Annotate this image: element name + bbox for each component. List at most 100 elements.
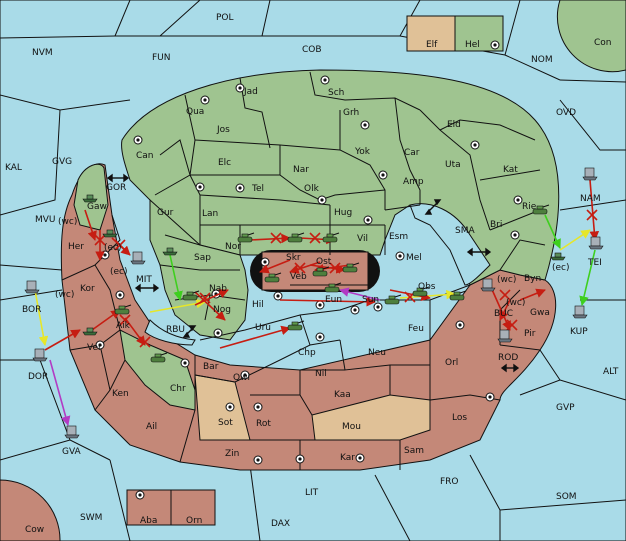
label-NVM: NVM — [32, 48, 53, 58]
orn-region — [170, 489, 216, 526]
label-Orn: Orn — [186, 516, 202, 526]
label-Aba: Aba — [140, 516, 157, 526]
label-KAL: KAL — [5, 163, 22, 173]
label-Amp: Amp — [403, 177, 424, 187]
label-RBU: RBU — [166, 325, 185, 335]
label-Nab: Nab — [209, 284, 227, 294]
label-Mel: Mel — [406, 253, 422, 263]
label-Kaa: Kaa — [334, 390, 351, 400]
label-Sun: Sun — [362, 295, 379, 305]
label-coast-wc-byn: (wc) — [497, 275, 516, 285]
label-coast-wc-gwa: (wc) — [506, 298, 525, 308]
label-Yok: Yok — [354, 147, 371, 157]
label-coast-wc-gaw: (wc) — [58, 217, 77, 227]
label-Bar: Bar — [203, 362, 219, 372]
con-region — [556, 0, 626, 73]
label-Nil: Nil — [315, 369, 327, 379]
label-Feu: Feu — [408, 324, 424, 334]
label-Con: Con — [594, 38, 612, 48]
label-Sch: Sch — [328, 88, 344, 98]
label-Skr: Skr — [286, 253, 301, 263]
label-FRO: FRO — [440, 477, 459, 487]
label-GVG: GVG — [52, 157, 72, 167]
label-coast-wc-kor: (wc) — [55, 290, 74, 300]
label-Chr: Chr — [170, 384, 186, 394]
label-LIT: LIT — [305, 488, 319, 498]
elf-region — [406, 15, 456, 52]
label-Lan: Lan — [202, 209, 218, 219]
label-Esm: Esm — [389, 232, 408, 242]
label-Elc: Elc — [218, 158, 231, 168]
label-Eld: Eld — [447, 120, 461, 130]
label-Qua: Qua — [186, 107, 204, 117]
label-GVA: GVA — [62, 447, 82, 457]
label-Mou: Mou — [342, 422, 361, 432]
label-SWM: SWM — [80, 513, 102, 523]
label-Her: Her — [68, 242, 84, 252]
label-BUC: BUC — [494, 309, 513, 319]
label-DOR: DOR — [28, 372, 48, 382]
label-Ken: Ken — [112, 389, 129, 399]
label-GVP: GVP — [556, 403, 575, 413]
failed-orders — [94, 209, 598, 348]
label-Uru: Uru — [255, 323, 271, 333]
label-ALT: ALT — [603, 367, 619, 377]
label-SMA: SMA — [455, 226, 475, 236]
aba-region — [126, 489, 172, 526]
label-Rie: Rie — [522, 202, 537, 212]
label-Nog: Nog — [213, 305, 231, 315]
label-Bri: Bri — [490, 220, 502, 230]
label-ROD: ROD — [498, 353, 518, 363]
label-FUN: FUN — [152, 53, 171, 63]
cow-region — [0, 479, 61, 541]
label-Los: Los — [452, 413, 467, 423]
label-Jos: Jos — [216, 125, 230, 135]
label-SOM: SOM — [556, 492, 577, 502]
label-Gur: Gur — [157, 208, 174, 218]
label-Olk: Olk — [304, 184, 320, 194]
double-arrows — [106, 173, 520, 373]
label-Nor: Nor — [225, 242, 241, 252]
label-Hil: Hil — [252, 300, 264, 310]
label-coast-ec-her: (ec) — [104, 243, 122, 253]
label-Elf: Elf — [426, 40, 438, 50]
label-Orl: Orl — [445, 358, 458, 368]
label-Uta: Uta — [445, 160, 461, 170]
label-NAM: NAM — [580, 194, 601, 204]
label-COB: COB — [302, 45, 322, 55]
orders — [34, 179, 600, 426]
label-Ver: Ver — [87, 343, 102, 353]
label-TEI: TEI — [587, 258, 602, 268]
label-Pir: Pir — [524, 329, 536, 339]
label-Veb: Veb — [290, 272, 307, 282]
label-Car: Car — [404, 148, 420, 158]
label-NOM: NOM — [531, 55, 553, 65]
region-labels: POL NVM FUN COB NOM Con Elf Hel OVD KAL … — [5, 13, 619, 535]
label-Rot: Rot — [256, 419, 271, 429]
label-KUP: KUP — [570, 327, 588, 337]
label-Neu: Neu — [368, 348, 386, 358]
label-Gaw: Gaw — [87, 202, 107, 212]
label-coast-ec-kor: (ec) — [110, 267, 128, 277]
label-BOR: BOR — [22, 305, 41, 315]
label-Sap: Sap — [194, 253, 211, 263]
label-MVU: MVU — [35, 215, 56, 225]
label-Zin: Zin — [225, 449, 239, 459]
label-Kar: Kar — [340, 453, 355, 463]
label-Byn: Byn — [524, 274, 541, 284]
label-Nar: Nar — [293, 165, 309, 175]
label-MIT: MIT — [136, 275, 152, 285]
label-Qwi: Qwi — [233, 373, 250, 383]
label-Sam: Sam — [404, 446, 424, 456]
label-Gwa: Gwa — [530, 308, 550, 318]
rbu-sea — [144, 319, 196, 346]
label-Chp: Chp — [298, 348, 316, 358]
label-Tel: Tel — [251, 184, 264, 194]
label-Jad: Jad — [243, 87, 258, 97]
label-Kat: Kat — [503, 165, 518, 175]
label-Obs: Obs — [418, 282, 436, 292]
label-coast-ec-byn: (ec) — [552, 263, 570, 273]
label-Hug: Hug — [334, 208, 352, 218]
label-Aik: Aik — [116, 321, 131, 331]
